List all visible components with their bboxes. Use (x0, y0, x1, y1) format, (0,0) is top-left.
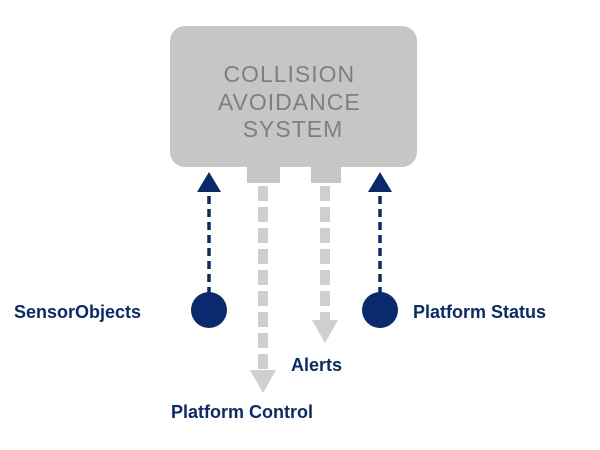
system-title-line-2: AVOIDANCE (218, 89, 361, 115)
system-box: COLLISION AVOIDANCE SYSTEM (170, 26, 417, 183)
alerts-label: Alerts (291, 355, 342, 375)
platform-status-label: Platform Status (413, 302, 546, 322)
system-title: COLLISION AVOIDANCE SYSTEM (218, 61, 368, 142)
platform-status-source-dot (362, 292, 398, 328)
sensor-objects-label: SensorObjects (14, 302, 141, 322)
alerts-arrow (312, 186, 338, 343)
system-title-line-3: SYSTEM (243, 116, 344, 142)
port-alerts (311, 165, 341, 183)
system-title-line-1: COLLISION (223, 61, 355, 87)
platform-status-arrow (362, 172, 398, 328)
platform-control-label: Platform Control (171, 402, 313, 422)
sensor-objects-source-dot (191, 292, 227, 328)
platform-control-arrow (250, 186, 276, 393)
port-platform-control (247, 165, 280, 183)
sensor-objects-arrow (191, 172, 227, 328)
